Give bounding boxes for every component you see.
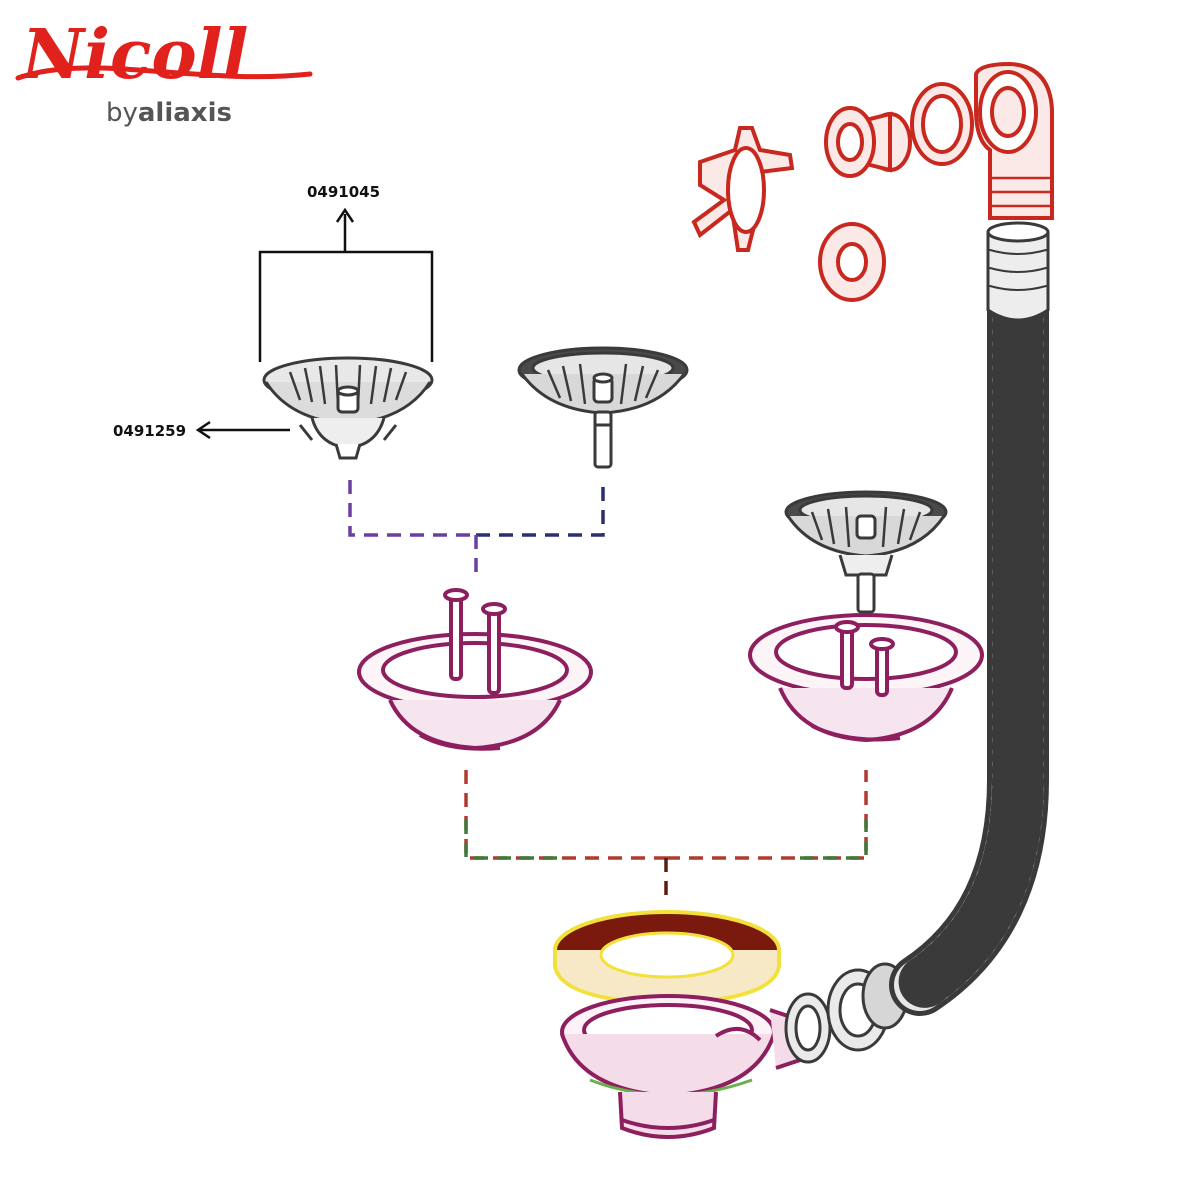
logo-swoosh-icon — [15, 65, 313, 81]
sink-flange-right — [748, 613, 984, 743]
link-red-green — [464, 770, 868, 900]
waste-body — [560, 994, 802, 1139]
part-callouts: 0491045 0491259 — [113, 183, 434, 440]
brand-logo: Nicoll byaliaxis — [15, 15, 313, 128]
flexible-hose — [889, 221, 1050, 1016]
sink-flange-left — [357, 588, 593, 751]
link-purple — [348, 480, 605, 575]
bracket-basket-assembly — [258, 250, 434, 362]
brand-parent-word: aliaxis — [138, 98, 232, 128]
label-basket-body: 0491259 — [113, 422, 186, 440]
arrow-up-icon — [335, 207, 355, 252]
brand-tagline: byaliaxis — [106, 98, 232, 128]
label-basket-assembly: 0491045 — [307, 183, 380, 201]
brand-by-word: by — [106, 98, 138, 128]
gasket-ring — [553, 910, 781, 1007]
strainer-basket-left — [262, 356, 434, 460]
brand-logo-text: Nicoll — [20, 15, 248, 95]
arrow-left-icon — [195, 420, 290, 440]
outlet-nuts — [784, 962, 909, 1064]
strainer-plug-right — [784, 490, 948, 614]
overflow-assembly — [691, 61, 1054, 302]
strainer-plug-middle — [517, 346, 689, 469]
